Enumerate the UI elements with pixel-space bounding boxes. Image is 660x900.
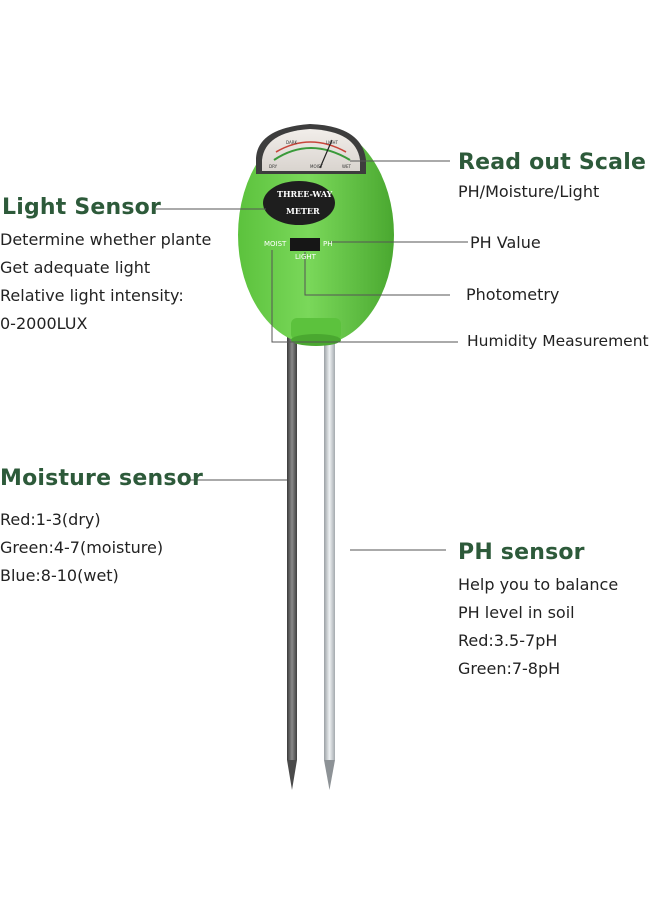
callout-humidity: Humidity Measurement: [467, 332, 649, 350]
callout-photometry: Photometry: [466, 285, 560, 304]
ph-sensor-line-2: PH level in soil: [458, 603, 575, 622]
callout-ph-value: PH Value: [470, 233, 541, 252]
moisture-probe-silver: [324, 330, 335, 790]
moisture-sensor-line-3: Blue:8-10(wet): [0, 566, 119, 585]
badge-text-top: THREE-WAY: [277, 189, 333, 199]
light-sensor-line-2: Get adequate light: [0, 258, 151, 277]
moisture-sensor-line-2: Green:4-7(moisture): [0, 538, 164, 557]
readout-scale-title: Read out Scale: [458, 150, 647, 175]
dial-word-wet: WET: [342, 164, 351, 169]
dial-word-dry: DRY: [269, 164, 278, 169]
meter-body: [238, 124, 394, 346]
light-sensor-line-4: 0-2000LUX: [0, 314, 88, 333]
ph-sensor-line-1: Help you to balance: [458, 575, 619, 594]
ph-sensor-line-4: Green:7-8pH: [458, 659, 561, 678]
dial-word-dark: DARK: [286, 140, 298, 145]
badge-text-bottom: METER: [286, 206, 320, 216]
ph-probe-dark: [287, 330, 297, 790]
moisture-sensor-line-1: Red:1-3(dry): [0, 510, 101, 529]
leader-humidity: [271, 250, 458, 343]
light-sensor-line-1: Determine whether plante: [0, 230, 212, 249]
leader-lines: [156, 160, 468, 551]
switch-label-light: LIGHT: [295, 253, 316, 261]
dial-word-moist: MOIST: [310, 164, 323, 169]
leader-photometry: [304, 252, 450, 296]
moisture-sensor-title: Moisture sensor: [0, 466, 203, 491]
switch-label-ph: PH: [323, 240, 333, 248]
light-sensor-title: Light Sensor: [2, 195, 162, 220]
readout-scale-subtitle: PH/Moisture/Light: [458, 182, 600, 201]
ph-sensor-line-3: Red:3.5-7pH: [458, 631, 558, 650]
light-sensor-line-3: Relative light intensity:: [0, 286, 184, 305]
switch-label-moist: MOIST: [264, 240, 287, 248]
ph-sensor-title: PH sensor: [458, 540, 585, 565]
dial-word-light: LIGHT: [326, 140, 338, 145]
